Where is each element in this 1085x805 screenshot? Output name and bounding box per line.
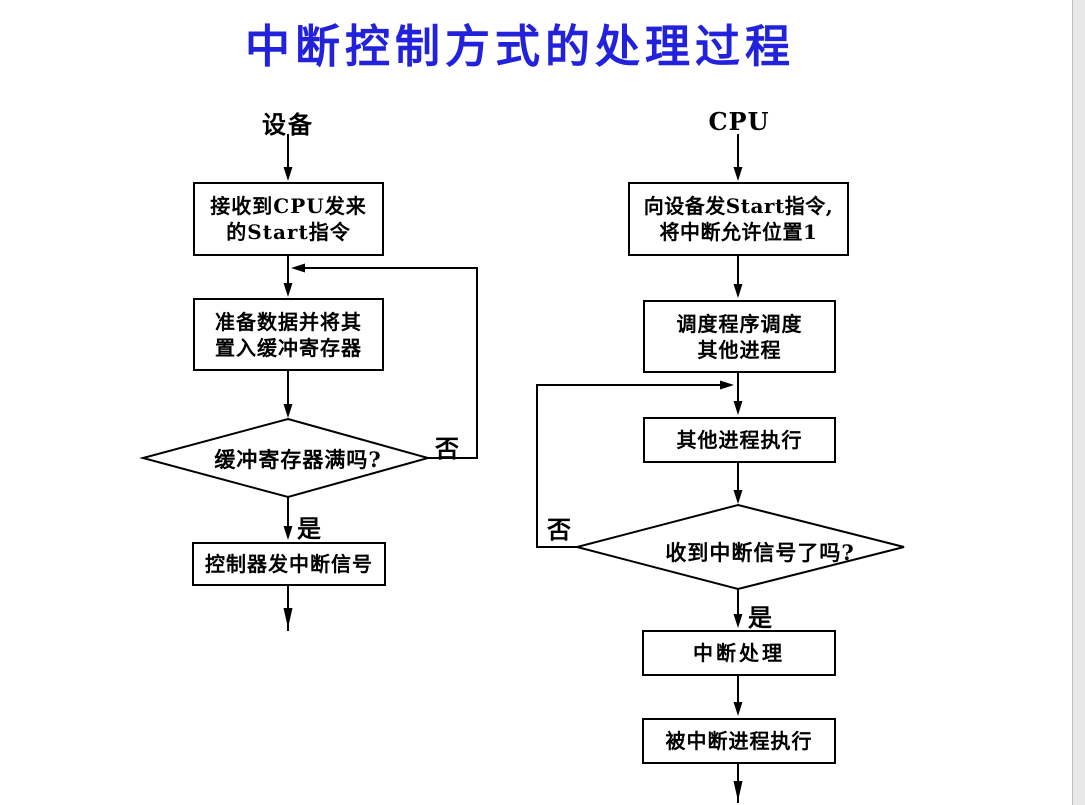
flow-box-line: 调度程序调度 [676, 311, 803, 336]
flow-box-line: 控制器发中断信号 [205, 552, 373, 576]
arrowhead-left-icon [291, 263, 305, 273]
flow-box-line: 被中断进程执行 [665, 729, 813, 753]
arrowhead-down-icon [283, 608, 293, 628]
flow-box-line: 向设备发Start指令, [643, 194, 834, 218]
loopback-cpu-no [536, 384, 721, 548]
arrowhead-down-icon [733, 702, 743, 716]
flow-box-cpu-other-process: 其他进程执行 [643, 417, 836, 463]
flow-box-device-receive-start: 接收到CPU发来 的Start指令 [193, 182, 384, 256]
flow-box-line: 的Start指令 [226, 220, 351, 244]
scrollbar-track[interactable] [1072, 0, 1085, 805]
flow-box-cpu-send-start: 向设备发Start指令, 将中断允许位置1 [628, 182, 849, 256]
decision-question-device: 缓冲寄存器满吗? [214, 447, 382, 472]
flow-box-line: 将中断允许位置1 [659, 220, 818, 244]
flow-box-line: 准备数据并将其 [215, 309, 362, 334]
arrowhead-down-icon [733, 284, 743, 298]
flow-box-line: 其他进程执行 [676, 428, 803, 452]
loopback-device-no [304, 267, 478, 459]
flow-box-cpu-scheduler: 调度程序调度 其他进程 [643, 300, 836, 373]
arrowhead-down-icon [733, 490, 743, 504]
branch-label-yes-cpu: 是 [748, 603, 772, 632]
flow-box-line: 接收到CPU发来 [210, 194, 367, 218]
branch-label-no-cpu: 否 [547, 515, 571, 544]
lane-header-device: 设备 [262, 110, 314, 139]
lane-header-cpu: CPU [708, 107, 770, 136]
flow-box-device-prepare-data: 准备数据并将其 置入缓冲寄存器 [193, 298, 384, 371]
arrowhead-down-icon [733, 401, 743, 415]
arrowhead-down-icon [283, 404, 293, 418]
flow-box-line: 中断处理 [693, 641, 785, 665]
flow-box-device-send-interrupt: 控制器发中断信号 [192, 542, 386, 586]
arrowhead-down-icon [283, 167, 293, 181]
flow-box-line: 置入缓冲寄存器 [215, 335, 362, 360]
branch-label-yes-device: 是 [297, 514, 321, 543]
arrowhead-down-icon [733, 614, 743, 628]
flow-box-cpu-interrupt-handling: 中断处理 [642, 630, 836, 676]
page-title: 中断控制方式的处理过程 [244, 20, 795, 73]
arrowhead-down-icon [733, 167, 743, 181]
branch-label-no-device: 否 [435, 434, 459, 463]
arrowhead-down-icon [283, 526, 293, 540]
flow-box-line: 其他进程 [697, 337, 782, 362]
arrowhead-right-icon [720, 380, 734, 390]
decision-question-cpu: 收到中断信号了吗? [665, 540, 855, 565]
flow-box-cpu-resume-process: 被中断进程执行 [642, 718, 836, 764]
arrowhead-down-icon [733, 781, 743, 801]
arrowhead-down-icon [283, 283, 293, 297]
